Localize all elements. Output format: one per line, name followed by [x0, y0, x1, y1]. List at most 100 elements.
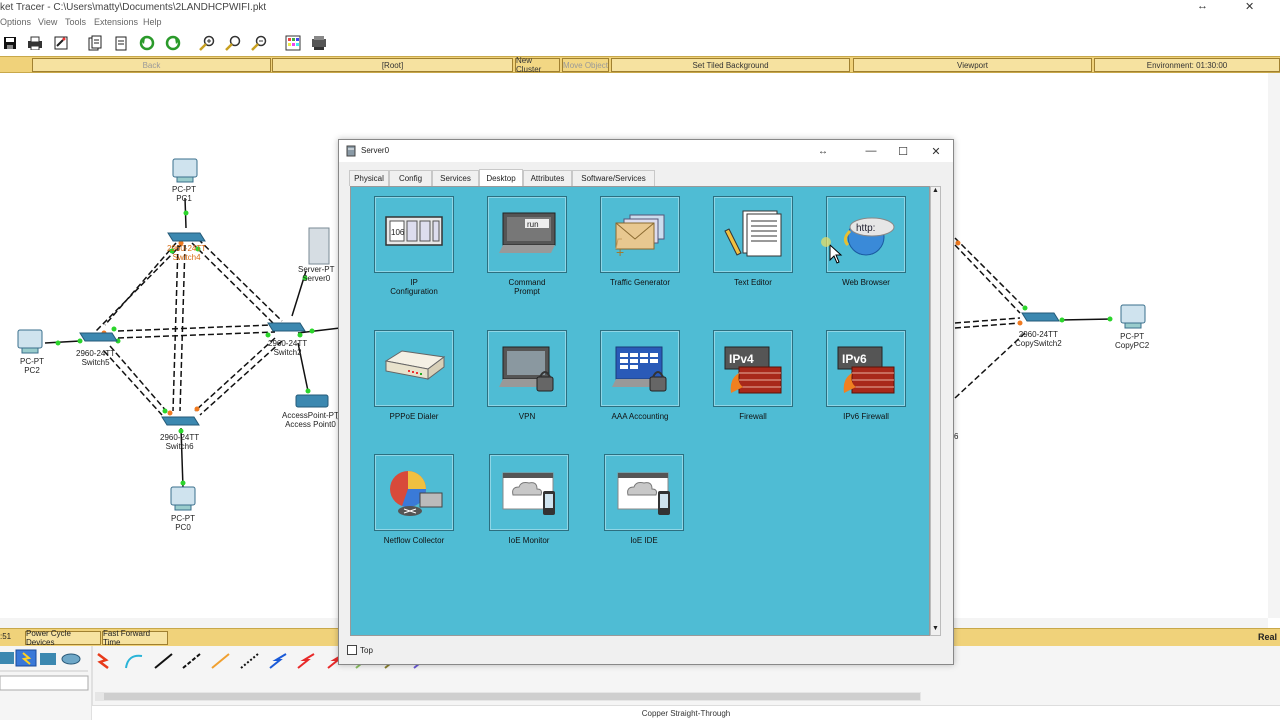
- click-highlight: [821, 237, 831, 247]
- scroll-down-icon[interactable]: ▼: [932, 625, 939, 632]
- save-icon[interactable]: [1, 34, 19, 52]
- window-move-icon[interactable]: ↔: [818, 145, 828, 157]
- redo-icon[interactable]: [164, 34, 182, 52]
- back-button[interactable]: Back: [32, 58, 271, 72]
- ip-configuration-label: IP Configuration: [390, 278, 438, 296]
- zoom-out-icon[interactable]: [250, 34, 268, 52]
- pppoe-dialer-label: PPPoE Dialer: [389, 412, 439, 421]
- console-cable-icon: [125, 654, 143, 669]
- command-prompt-label: Command Prompt: [508, 278, 546, 296]
- ip-configuration-icon: 106: [385, 215, 443, 246]
- maximize-button[interactable]: ☐: [898, 145, 908, 158]
- ioe-monitor-app[interactable]: IoE Monitor: [489, 454, 569, 545]
- text-editor-app[interactable]: Text Editor: [713, 196, 793, 287]
- tab-physical[interactable]: Physical: [349, 170, 389, 186]
- menu-options[interactable]: Options: [0, 17, 32, 27]
- vpn-label: VPN: [518, 412, 536, 421]
- print-icon[interactable]: [26, 34, 44, 52]
- app-title: ket Tracer - C:\Users\matty\Documents\2L…: [0, 2, 267, 13]
- tab-services[interactable]: Services: [432, 170, 479, 186]
- environment-button[interactable]: Environment: 01:30:00: [1094, 58, 1280, 72]
- pppoe-dialer-icon: [384, 349, 446, 380]
- menu-help[interactable]: Help: [143, 17, 162, 27]
- aaa-accounting-app[interactable]: AAA Accounting: [600, 330, 680, 421]
- workspace-vertical-scrollbar[interactable]: [1268, 73, 1280, 618]
- new-cluster-button[interactable]: New Cluster: [515, 56, 560, 74]
- zoom-reset-icon[interactable]: [224, 34, 242, 52]
- routers-category-icon: [0, 652, 14, 664]
- svg-text:run: run: [527, 220, 539, 229]
- power-cycle-button[interactable]: Power Cycle Devices: [25, 629, 101, 647]
- mouse-cursor-icon: [829, 244, 843, 264]
- ipv6-firewall-app[interactable]: IPv6 IPv6 Firewall: [826, 330, 906, 421]
- sim-time: :51: [0, 632, 12, 641]
- tab-desktop[interactable]: Desktop: [479, 169, 523, 186]
- text-editor-label: Text Editor: [734, 278, 772, 287]
- web-browser-icon: http:: [843, 217, 895, 255]
- copy-icon[interactable]: [86, 34, 104, 52]
- netflow-collector-app[interactable]: Netflow Collector: [374, 454, 454, 545]
- svg-text:+: +: [616, 244, 624, 260]
- scroll-up-icon[interactable]: ▲: [932, 187, 939, 194]
- wan-emulation-category-icon: [61, 653, 81, 665]
- coaxial-icon: [269, 653, 287, 669]
- root-button[interactable]: [Root]: [272, 58, 513, 72]
- netflow-collector-label: Netflow Collector: [383, 536, 445, 545]
- paste-icon[interactable]: [112, 34, 130, 52]
- ioe-ide-app[interactable]: IoE IDE: [604, 454, 684, 545]
- fast-forward-button[interactable]: Fast Forward Time: [102, 629, 168, 647]
- palette-icon[interactable]: [284, 34, 302, 52]
- topology-links: [17, 158, 1146, 511]
- server0-title-bar[interactable]: Server0 ↔ — ☐ ✕: [339, 140, 953, 162]
- set-tiled-background-button[interactable]: Set Tiled Background: [611, 58, 850, 72]
- top-checkbox[interactable]: [347, 645, 357, 655]
- menu-extensions[interactable]: Extensions: [94, 17, 139, 27]
- top-checkbox-row[interactable]: Top: [347, 645, 373, 655]
- menu-tools[interactable]: Tools: [65, 17, 87, 27]
- web-browser-app[interactable]: http: Web Browser: [826, 196, 906, 287]
- traffic-generator-app[interactable]: + Traffic Generator: [600, 196, 680, 287]
- traffic-generator-label: Traffic Generator: [609, 278, 671, 287]
- custom-device-icon[interactable]: [310, 34, 328, 52]
- firewall-app[interactable]: IPv4 Firewall: [713, 330, 793, 421]
- tab-software-services[interactable]: Software/Services: [572, 170, 655, 186]
- close-button[interactable]: ✕: [931, 145, 941, 158]
- undo-icon[interactable]: [138, 34, 156, 52]
- pppoe-dialer-app[interactable]: PPPoE Dialer: [374, 330, 454, 421]
- minimize-button[interactable]: —: [865, 145, 877, 157]
- activity-wizard-icon[interactable]: [52, 34, 70, 52]
- realtime-label[interactable]: Real: [1258, 632, 1278, 642]
- tab-config[interactable]: Config: [389, 170, 432, 186]
- vpn-app[interactable]: VPN: [487, 330, 567, 421]
- realtime-status-bar: :51 Power Cycle Devices Fast Forward Tim…: [0, 628, 1280, 647]
- svg-text:http:: http:: [856, 223, 875, 234]
- netflow-collector-icon: [390, 470, 443, 516]
- ip-configuration-app[interactable]: 106 IP Configuration: [374, 196, 454, 296]
- move-object-button[interactable]: Move Object: [562, 58, 609, 72]
- device-search-box: [0, 675, 89, 691]
- phone-cable-icon: [240, 653, 259, 669]
- server-window-icon: [346, 145, 356, 157]
- crossover-icon: [182, 653, 201, 669]
- connection-icons: [0, 646, 921, 720]
- menu-view[interactable]: View: [38, 17, 58, 27]
- resize-icon[interactable]: ↔: [1197, 0, 1208, 12]
- desktop-scrollbar[interactable]: ▲ ▼: [930, 186, 941, 636]
- command-prompt-app[interactable]: run Command Prompt: [487, 196, 567, 296]
- fiber-icon: [211, 653, 230, 669]
- desktop-panel: 106 IP Configuration run Command Prompt …: [350, 186, 930, 636]
- viewport-button[interactable]: Viewport: [853, 58, 1092, 72]
- main-toolbar: [0, 30, 1280, 56]
- close-icon[interactable]: ✕: [1245, 1, 1255, 13]
- zoom-in-icon[interactable]: [198, 34, 216, 52]
- tab-attributes[interactable]: Attributes: [523, 170, 572, 186]
